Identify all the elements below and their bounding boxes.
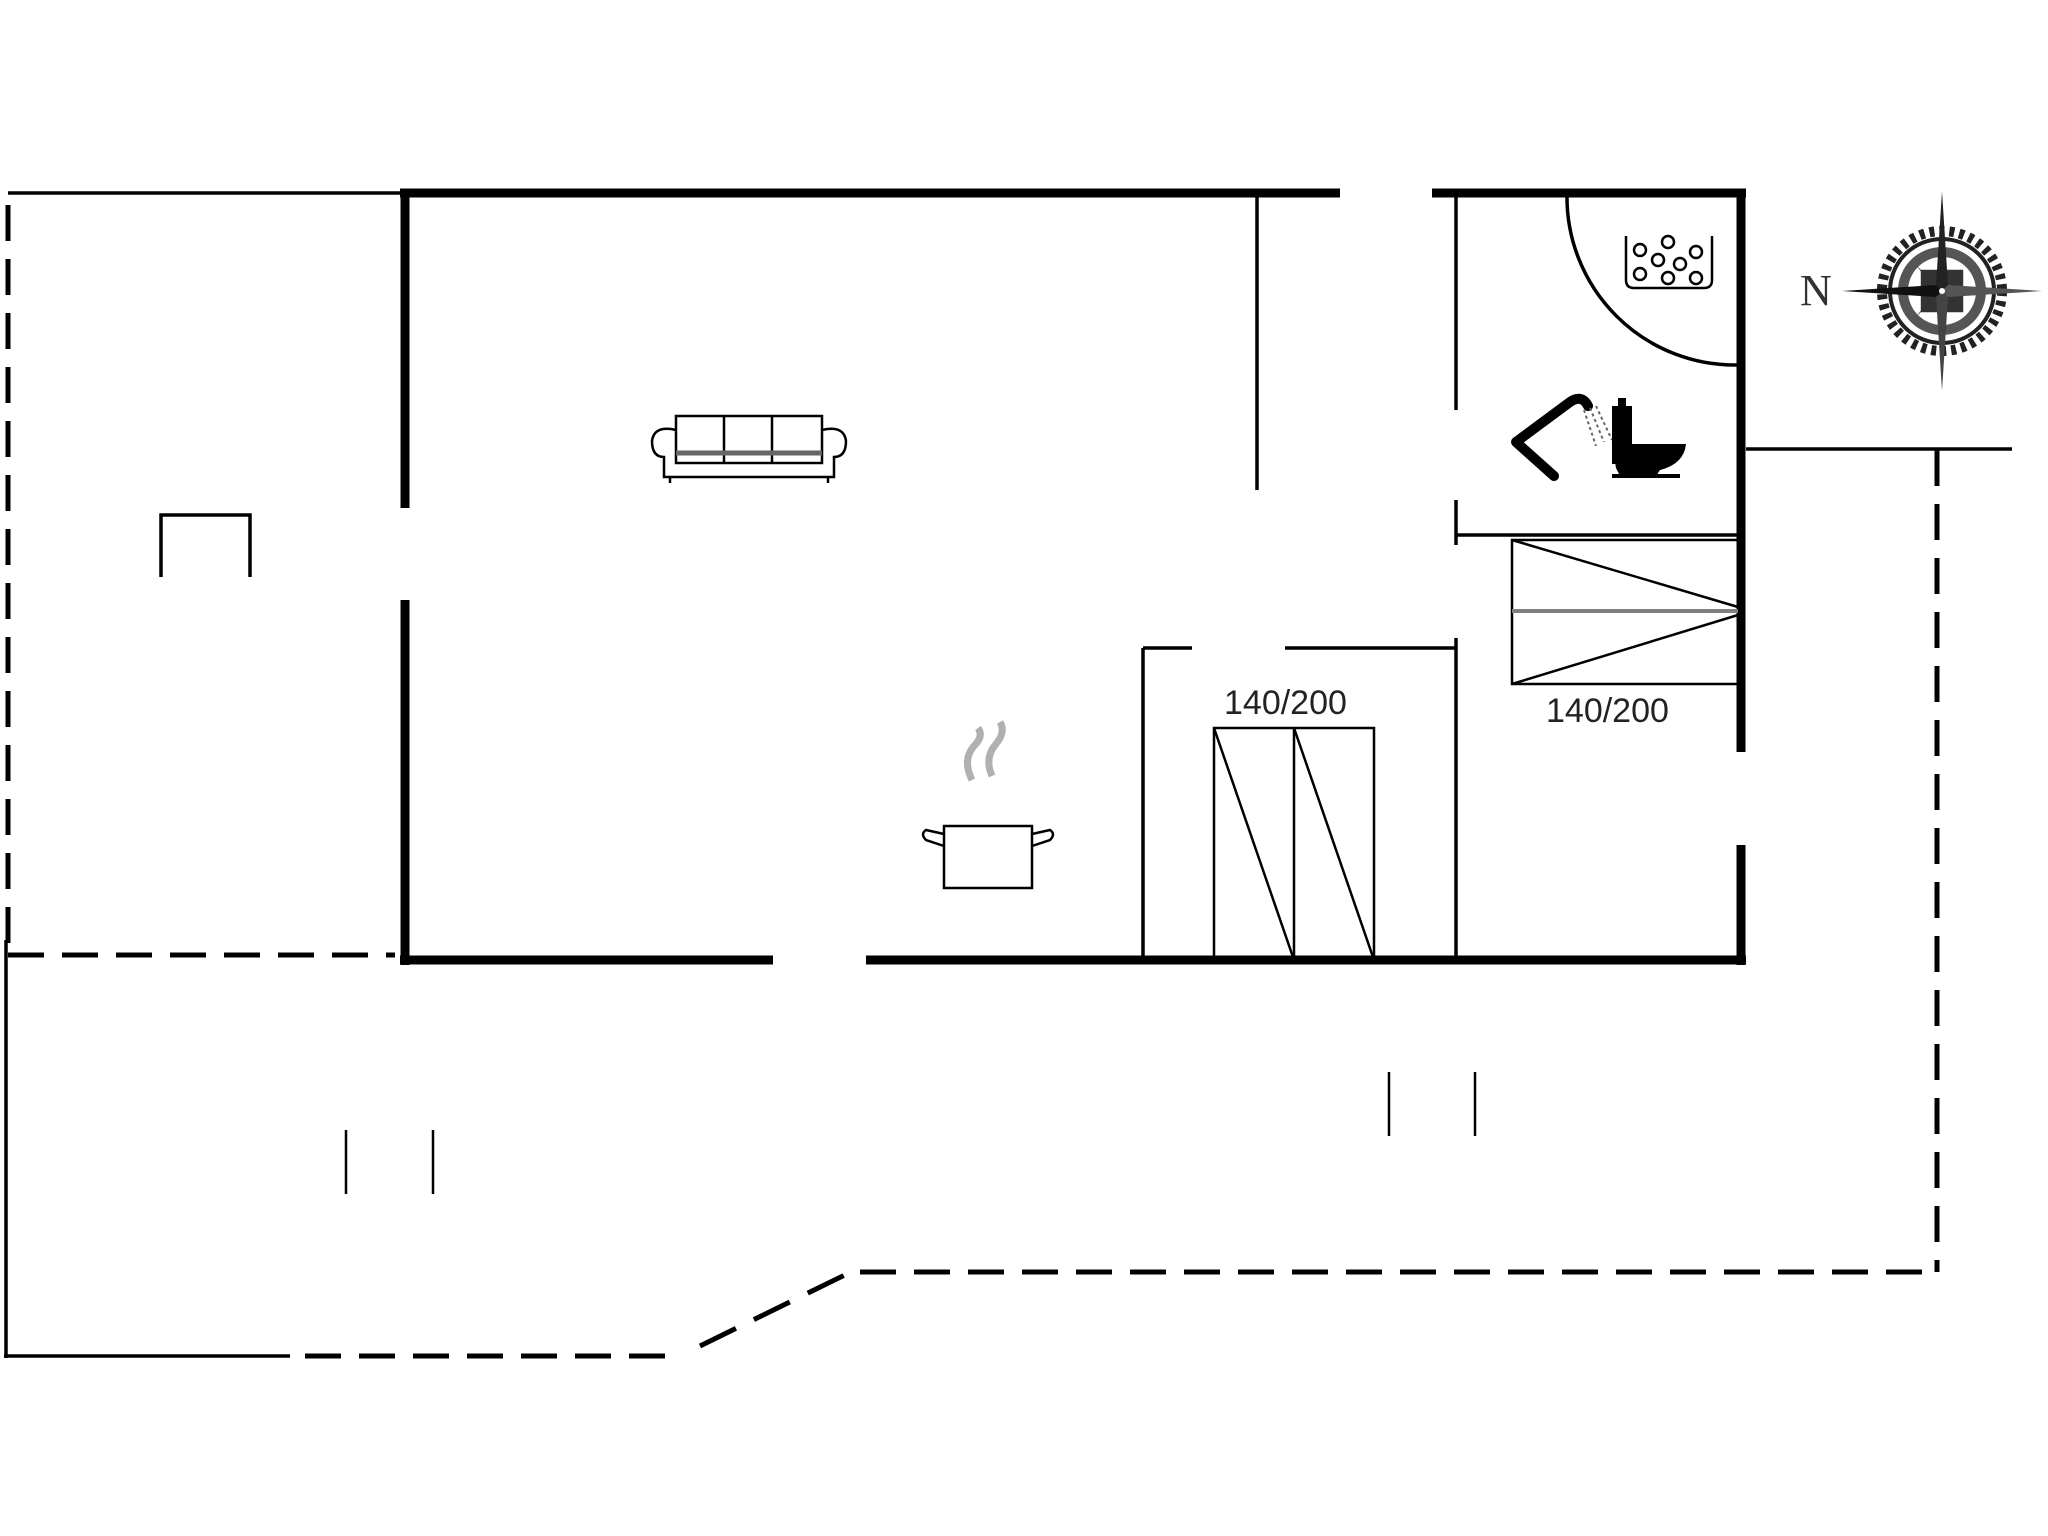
shower-icon: [1511, 393, 1613, 481]
compass-rose-icon: [1842, 191, 2042, 391]
double-bed-icon: [1510, 538, 1740, 686]
fireplace-icon: [159, 513, 252, 577]
exterior-walls: [400, 188, 1746, 965]
north-label: N: [1800, 266, 1832, 315]
window-markers: [344, 1072, 1477, 1194]
tub-arc: [1565, 194, 1738, 367]
sofa-icon: [650, 414, 848, 483]
terrace-outline: [4, 191, 2012, 1359]
cooking-pot-icon: [921, 720, 1055, 890]
double-bed-icon: [1212, 726, 1376, 962]
interior-walls: [1141, 195, 1741, 960]
bed-size-label-2: 140/200: [1546, 692, 1669, 730]
whirlpool-tub-icon: [1624, 234, 1714, 290]
bed-size-label-1: 140/200: [1224, 684, 1347, 722]
toilet-icon: [1612, 398, 1686, 478]
